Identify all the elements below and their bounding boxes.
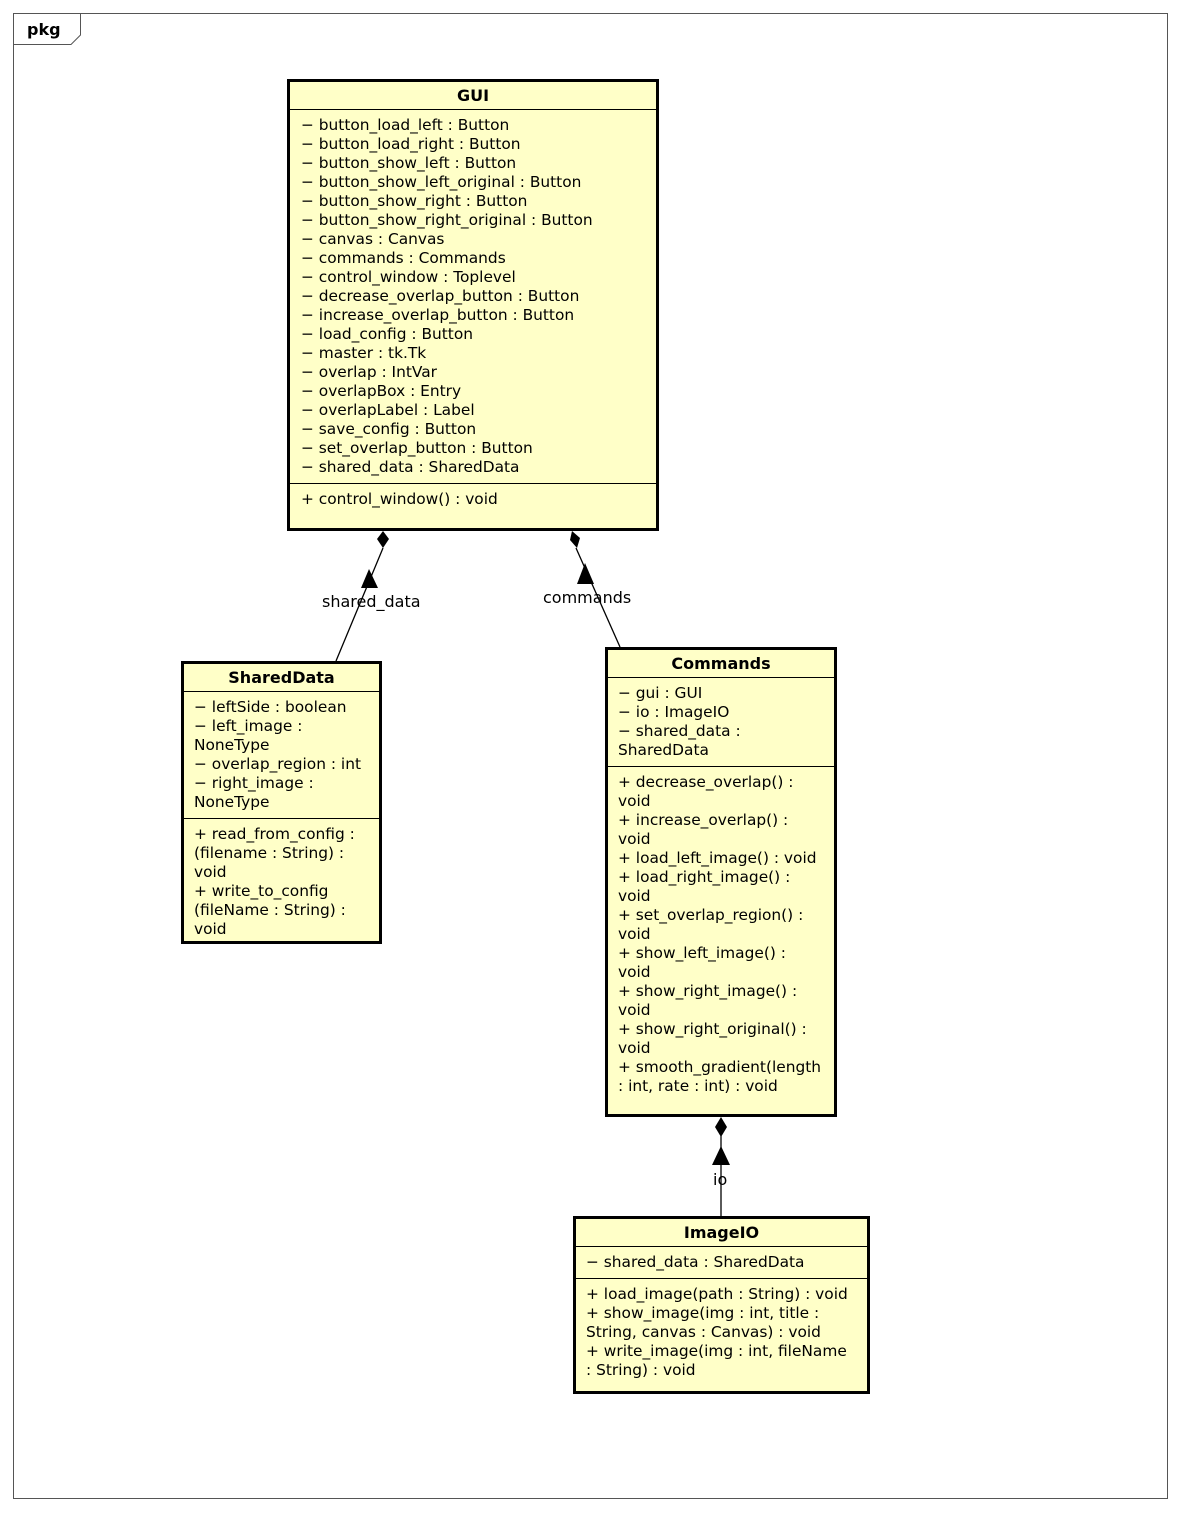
edge-label-shared-data: shared_data (322, 592, 421, 611)
class-attribute: − overlapLabel : Label (301, 401, 475, 419)
class-image-io[interactable]: ImageIO − shared_data : SharedData + loa… (573, 1216, 870, 1394)
navigation-arrow-icon (361, 569, 378, 588)
class-attribute: − button_load_right : Button (301, 135, 521, 153)
class-attribute: − gui : GUI (618, 684, 703, 702)
class-operation: + control_window() : void (301, 490, 498, 508)
composition-diamond-icon (377, 531, 389, 548)
class-attribute: − shared_data : SharedData (586, 1253, 805, 1271)
class-attribute: NoneType (194, 793, 270, 811)
class-operation: void (618, 887, 651, 905)
class-operation: + increase_overlap() : (618, 811, 789, 829)
edge-label-commands: commands (543, 588, 632, 607)
class-operation: + decrease_overlap() : (618, 773, 794, 791)
package-tab (13, 13, 81, 45)
navigation-arrow-icon (712, 1146, 730, 1165)
class-operation: + smooth_gradient(length (618, 1058, 822, 1076)
class-gui[interactable]: GUI − button_load_left : Button− button_… (287, 79, 659, 531)
class-operations: + load_image(path : String) : void+ show… (576, 1278, 867, 1386)
class-commands[interactable]: Commands − gui : GUI− io : ImageIO− shar… (605, 647, 837, 1117)
composition-diamond-icon (570, 531, 580, 548)
association-gui-commands[interactable] (570, 531, 621, 648)
class-attributes: − button_load_left : Button− button_load… (290, 110, 656, 483)
class-operation: : String) : void (586, 1361, 696, 1379)
class-operation: void (194, 920, 227, 938)
class-attribute: − io : ImageIO (618, 703, 730, 721)
class-attribute: − master : tk.Tk (301, 344, 427, 362)
class-attribute: − leftSide : boolean (194, 698, 347, 716)
class-operation: (filename : String) : (194, 844, 345, 862)
class-attribute: SharedData (618, 741, 709, 759)
class-attribute: − shared_data : SharedData (301, 458, 520, 476)
package-frame (13, 13, 1168, 1499)
class-operation: + show_right_original() : (618, 1020, 807, 1038)
class-operation: + show_left_image() : (618, 944, 786, 962)
class-name: SharedData (184, 664, 379, 692)
class-attribute: − right_image : (194, 774, 314, 792)
class-operation: void (194, 863, 227, 881)
class-attribute: − load_config : Button (301, 325, 473, 343)
class-attribute: − set_overlap_button : Button (301, 439, 533, 457)
class-attribute: − button_show_left_original : Button (301, 173, 582, 191)
class-attribute: − commands : Commands (301, 249, 506, 267)
class-attribute: − button_show_right_original : Button (301, 211, 593, 229)
class-operation: void (618, 830, 651, 848)
class-name: ImageIO (576, 1219, 867, 1247)
class-operation: : int, rate : int) : void (618, 1077, 778, 1095)
class-attribute: − increase_overlap_button : Button (301, 306, 575, 324)
class-operation: String, canvas : Canvas) : void (586, 1323, 821, 1341)
class-operation: + read_from_config : (194, 825, 355, 843)
class-attributes: − gui : GUI− io : ImageIO− shared_data :… (608, 678, 834, 766)
class-attribute: − overlap_region : int (194, 755, 361, 773)
class-operation: void (618, 925, 651, 943)
class-attributes: − leftSide : boolean− left_image :NoneTy… (184, 692, 379, 818)
package-label: pkg (27, 20, 61, 39)
class-attribute: − button_show_right : Button (301, 192, 528, 210)
class-operation: void (618, 792, 651, 810)
class-attribute: − button_load_left : Button (301, 116, 510, 134)
class-operation: + load_image(path : String) : void (586, 1285, 848, 1303)
class-operation: + write_to_config (194, 882, 329, 900)
class-operation: + load_right_image() : (618, 868, 791, 886)
navigation-arrow-icon (577, 563, 594, 584)
edge-label-io: io (713, 1170, 728, 1189)
class-attribute: − button_show_left : Button (301, 154, 517, 172)
class-operation: void (618, 963, 651, 981)
composition-diamond-icon (715, 1117, 727, 1137)
class-name: GUI (290, 82, 656, 110)
class-operation: + show_right_image() : (618, 982, 798, 1000)
class-operation: void (618, 1039, 651, 1057)
class-attribute: − left_image : (194, 717, 303, 735)
class-attribute: − shared_data : (618, 722, 741, 740)
association-commands-io[interactable] (712, 1117, 730, 1216)
class-attribute: − canvas : Canvas (301, 230, 445, 248)
class-name: Commands (608, 650, 834, 678)
class-attribute: − overlapBox : Entry (301, 382, 462, 400)
class-attributes: − shared_data : SharedData (576, 1247, 867, 1278)
class-operations: + read_from_config :(filename : String) … (184, 818, 379, 945)
class-attribute: − save_config : Button (301, 420, 477, 438)
class-attribute: NoneType (194, 736, 270, 754)
class-attribute: − decrease_overlap_button : Button (301, 287, 580, 305)
class-attribute: − control_window : Toplevel (301, 268, 516, 286)
class-operations: + decrease_overlap() :void+ increase_ove… (608, 766, 834, 1102)
class-operation: + set_overlap_region() : (618, 906, 804, 924)
class-operation: + write_image(img : int, fileName (586, 1342, 847, 1360)
class-shared-data[interactable]: SharedData − leftSide : boolean− left_im… (181, 661, 382, 944)
class-operation: + load_left_image() : void (618, 849, 817, 867)
class-operation: void (618, 1001, 651, 1019)
class-operations: + control_window() : void (290, 483, 656, 515)
class-operation: + show_image(img : int, title : (586, 1304, 820, 1322)
class-operation: (fileName : String) : (194, 901, 346, 919)
class-attribute: − overlap : IntVar (301, 363, 437, 381)
association-gui-shared-data[interactable] (335, 531, 389, 662)
